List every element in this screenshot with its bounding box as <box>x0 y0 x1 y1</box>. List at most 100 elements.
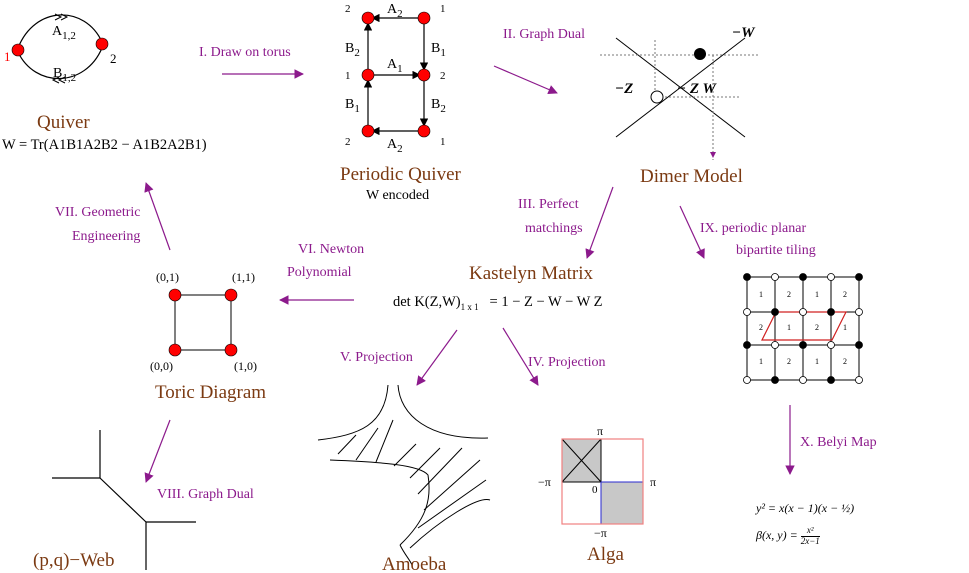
kastelyn-title: Kastelyn Matrix <box>469 263 594 284</box>
tiling-node <box>799 341 807 349</box>
dimer-white-node <box>650 90 664 104</box>
step-8-label: VIII. Graph Dual <box>157 487 254 502</box>
tiling-node <box>771 308 779 316</box>
tiling-node <box>771 273 779 281</box>
alga-label-top: π <box>597 424 604 438</box>
alga-label-bottom: −π <box>594 526 607 540</box>
tiling-face-number: 1 <box>759 357 763 366</box>
tiling-node <box>855 273 863 281</box>
toric-label-10: (1,0) <box>234 359 257 373</box>
pq-edge-label: B2 <box>345 41 360 59</box>
step-9-arrow <box>679 205 705 259</box>
tiling-face-number: 1 <box>843 323 847 332</box>
toric-label-00: (0,0) <box>150 359 173 373</box>
step-7-label-line1: VII. Geometric <box>55 205 141 220</box>
step-9-label-line2: bipartite tiling <box>736 243 816 258</box>
toric-point-11 <box>224 288 238 302</box>
dimer-title: Dimer Model <box>640 166 743 187</box>
tiling-face-number: 2 <box>843 290 847 299</box>
alga-graph <box>561 438 644 525</box>
pq-edge-label: A2 <box>387 2 403 20</box>
toric-point-10 <box>224 343 238 357</box>
step-6-label-line1: VI. Newton <box>298 242 365 257</box>
tiling-node <box>855 341 863 349</box>
tiling-node <box>799 308 807 316</box>
pq-web-graph <box>52 430 196 570</box>
toric-point-01 <box>168 288 182 302</box>
periodic-quiver-title: Periodic Quiver <box>340 164 461 185</box>
step-9-label-line1: IX. periodic planar <box>700 221 807 236</box>
step-5-label: V. Projection <box>340 350 413 365</box>
tiling-face-number: 1 <box>815 290 819 299</box>
pq-node-label: 2 <box>345 3 351 15</box>
pq-node-label: 2 <box>440 70 446 82</box>
quiver-edge-a-label: A1,2 <box>52 24 76 42</box>
quiver-node-1 <box>11 43 25 57</box>
tiling-node <box>827 308 835 316</box>
step-10-label: X. Belyi Map <box>800 435 877 450</box>
step-7-arrow <box>144 182 171 251</box>
alga-title: Alga <box>587 544 624 565</box>
tiling-face-number: 1 <box>759 290 763 299</box>
tiling-node <box>771 376 779 384</box>
amoeba-graph <box>317 384 491 566</box>
quiver-node-2 <box>95 37 109 51</box>
tiling-node <box>799 273 807 281</box>
tiling-nodes <box>743 273 863 384</box>
tiling-node <box>827 341 835 349</box>
tiling-node <box>743 273 751 281</box>
toric-label-11: (1,1) <box>232 270 255 284</box>
periodic-quiver-graph <box>363 13 429 136</box>
step-3-label-line2: matchings <box>525 221 583 236</box>
tiling-face-number: 2 <box>815 323 819 332</box>
step-6-label-line2: Polynomial <box>287 265 352 280</box>
pq-edge-label: B1 <box>431 41 446 59</box>
alga-label-right: π <box>650 475 657 489</box>
tiling-face-number: 1 <box>787 323 791 332</box>
step-2-arrow <box>493 65 558 95</box>
step-4-arrow <box>502 327 539 386</box>
tiling-face-number: 2 <box>787 290 791 299</box>
tiling-node <box>743 308 751 316</box>
tiling-node <box>855 308 863 316</box>
pq-node-label: 2 <box>345 136 351 148</box>
dimer-label-w: −W <box>732 25 755 41</box>
pq-web-title: (p,q)−Web <box>33 550 115 571</box>
tiling-face-number: 2 <box>759 323 763 332</box>
pq-edge-label: B2 <box>431 97 446 115</box>
dimer-black-node <box>694 48 706 60</box>
alga-label-left: −π <box>538 475 551 489</box>
tiling-node <box>827 376 835 384</box>
quiver-title: Quiver <box>37 112 90 133</box>
step-2-label: II. Graph Dual <box>503 27 586 42</box>
step-4-label: IV. Projection <box>528 355 606 370</box>
quiver-graph <box>11 13 109 84</box>
belyi-equation-2: β(x, y) = x² 2x−1 <box>756 525 820 546</box>
pq-edge-label: A2 <box>387 137 403 155</box>
step-3-label-line1: III. Perfect <box>518 197 579 212</box>
pq-node-label: 1 <box>440 3 446 15</box>
kastelyn-formula: det K(Z,W)1 x 1 = 1 − Z − W − W Z <box>393 294 603 312</box>
step-8-arrow <box>144 419 171 483</box>
periodic-quiver-subtitle: W encoded <box>366 188 430 203</box>
pq-edge-label: A1 <box>387 57 403 75</box>
toric-point-00 <box>168 343 182 357</box>
belyi-equation-1: y² = x(x − 1)(x − ½) <box>756 501 855 515</box>
step-1-label: I. Draw on torus <box>199 45 291 60</box>
periodic-quiver-nodes <box>361 11 431 138</box>
pq-node-label: 1 <box>440 136 446 148</box>
alga-label-center: 0 <box>592 484 598 496</box>
tiling-node <box>743 341 751 349</box>
quiver-superpotential: W = Tr(A1B1A2B2 − A1B2A2B1) <box>2 137 207 153</box>
toric-diagram-graph <box>168 288 238 357</box>
pq-edge-label: B1 <box>345 97 360 115</box>
tiling-node <box>827 273 835 281</box>
step-arrows <box>144 65 795 483</box>
quiver-node2-label: 2 <box>110 51 117 66</box>
step-7-label-line2: Engineering <box>72 229 141 244</box>
quiver-edge-b-label: B1,2 <box>53 66 77 84</box>
step-5-arrow <box>416 329 458 386</box>
tiling-face-number: 2 <box>843 357 847 366</box>
